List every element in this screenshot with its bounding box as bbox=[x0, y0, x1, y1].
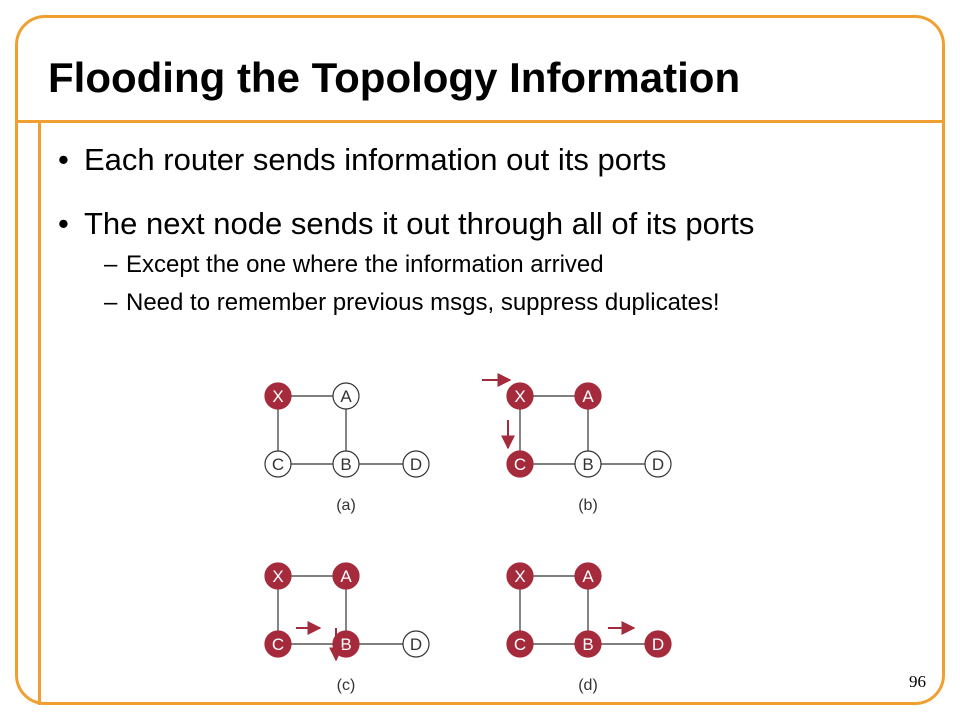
diagram-d: X A C B D (d) bbox=[506, 562, 672, 694]
router-node-x bbox=[264, 562, 292, 590]
page-number: 96 bbox=[909, 672, 926, 691]
diagram-c: X A C B D (c) bbox=[264, 562, 430, 694]
router-label: A bbox=[582, 567, 594, 586]
diagram-caption: (c) bbox=[337, 677, 356, 694]
slide-frame bbox=[15, 15, 945, 705]
diagram-caption: (a) bbox=[336, 497, 356, 514]
router-label: C bbox=[514, 635, 526, 654]
diagram-layer: X A C B D (a) X A C B D (b) X A C B D (c) X A C B D (d) bbox=[264, 373, 672, 694]
router-label: D bbox=[410, 635, 422, 654]
router-label: C bbox=[272, 455, 284, 474]
router-node-c bbox=[506, 450, 534, 478]
slide-title: Flooding the Topology Information bbox=[48, 54, 741, 101]
left-divider bbox=[38, 120, 41, 705]
router-node-x bbox=[506, 562, 534, 590]
sub-bullet-text: Except the one where the information arr… bbox=[126, 251, 604, 278]
router-label: D bbox=[652, 455, 664, 474]
router-node-a bbox=[574, 382, 602, 410]
router-label: A bbox=[340, 567, 352, 586]
router-label: X bbox=[272, 387, 283, 406]
router-node-d bbox=[644, 630, 672, 658]
router-node-d bbox=[402, 630, 430, 658]
router-label: A bbox=[340, 387, 352, 406]
title-divider bbox=[15, 120, 945, 123]
sub-bullet-text: Need to remember previous msgs, suppress… bbox=[126, 289, 720, 316]
router-label: B bbox=[582, 635, 593, 654]
router-label: C bbox=[272, 635, 284, 654]
router-node-c bbox=[264, 630, 292, 658]
bullet-list: •Each router sends information out its p… bbox=[58, 140, 938, 322]
router-node-b bbox=[574, 450, 602, 478]
router-node-b bbox=[332, 450, 360, 478]
diagram-a: X A C B D (a) bbox=[264, 382, 430, 514]
router-label: C bbox=[514, 455, 526, 474]
router-node-a bbox=[332, 382, 360, 410]
router-node-b bbox=[574, 630, 602, 658]
router-label: X bbox=[514, 387, 525, 406]
diagram-caption: (b) bbox=[578, 497, 598, 514]
router-node-d bbox=[402, 450, 430, 478]
router-label: D bbox=[410, 455, 422, 474]
bullet-item: •Each router sends information out its p… bbox=[58, 142, 667, 177]
sub-bullet: –Need to remember previous msgs, suppres… bbox=[104, 289, 720, 316]
router-label: D bbox=[652, 635, 664, 654]
router-label: B bbox=[340, 635, 351, 654]
router-node-d bbox=[644, 450, 672, 478]
bullet-item: •The next node sends it out through all … bbox=[58, 204, 938, 322]
router-node-x bbox=[506, 382, 534, 410]
router-label: B bbox=[340, 455, 351, 474]
diagram-caption: (d) bbox=[578, 677, 598, 694]
router-node-a bbox=[574, 562, 602, 590]
router-label: X bbox=[514, 567, 525, 586]
router-node-c bbox=[506, 630, 534, 658]
router-label: B bbox=[582, 455, 593, 474]
router-node-a bbox=[332, 562, 360, 590]
bullet-text: Each router sends information out its po… bbox=[84, 142, 667, 177]
router-node-c bbox=[264, 450, 292, 478]
router-label: X bbox=[272, 567, 283, 586]
sub-bullet: –Except the one where the information ar… bbox=[104, 251, 604, 278]
router-node-x bbox=[264, 382, 292, 410]
router-label: A bbox=[582, 387, 594, 406]
bullet-text: The next node sends it out through all o… bbox=[84, 206, 755, 241]
diagram-b: X A C B D (b) bbox=[482, 373, 672, 514]
